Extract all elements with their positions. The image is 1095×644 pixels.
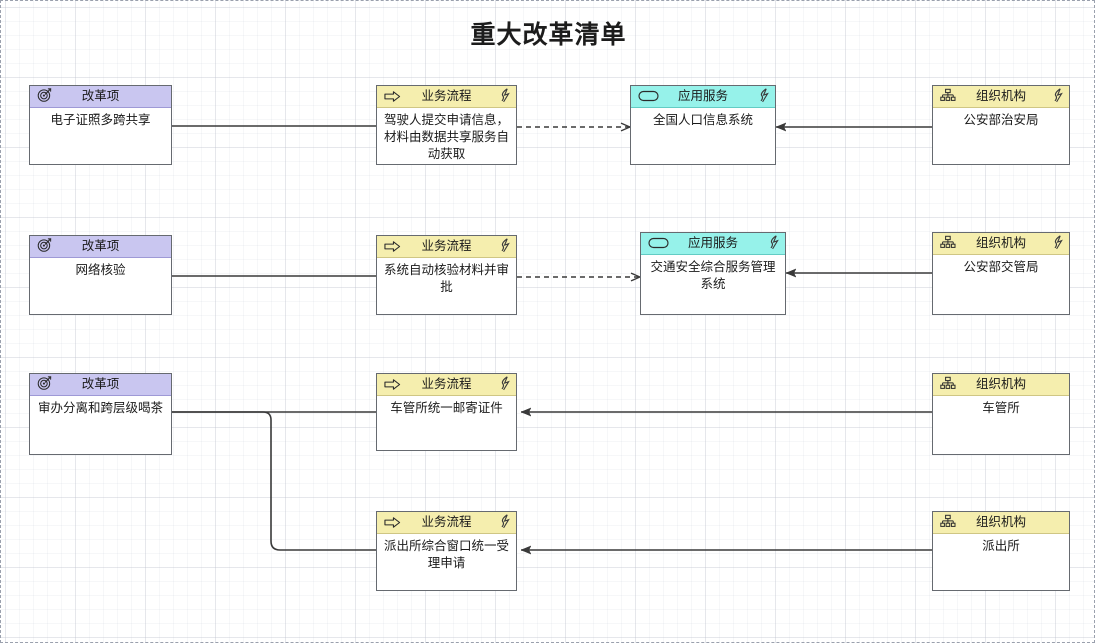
lightning-bolt-icon — [1054, 234, 1063, 253]
node-header: 改革项 — [30, 86, 171, 108]
node-type-label: 应用服务 — [677, 88, 728, 104]
org-chart-icon — [940, 234, 956, 253]
target-icon — [37, 87, 52, 106]
node-header: 业务流程 — [377, 236, 516, 258]
arrow-right-icon — [384, 513, 401, 532]
node-service-2[interactable]: 应用服务 交通安全综合服务管理系统 — [640, 232, 786, 315]
node-body-text: 驾驶人提交申请信息，材料由数据共享服务自动获取 — [383, 112, 509, 161]
node-process-1[interactable]: 业务流程 驾驶人提交申请信息，材料由数据共享服务自动获取 — [376, 85, 517, 165]
node-body-text: 车管所统一邮寄证件 — [390, 400, 503, 415]
node-header: 组织机构 — [933, 512, 1069, 534]
node-reform-1[interactable]: 改革项 电子证照多跨共享 — [29, 85, 172, 165]
node-type-label: 组织机构 — [975, 376, 1026, 392]
lightning-bolt-icon — [501, 87, 510, 106]
node-org-1[interactable]: 组织机构 公安部治安局 — [932, 85, 1070, 165]
node-header: 改革项 — [30, 374, 171, 396]
node-type-label: 改革项 — [81, 376, 120, 392]
node-header: 业务流程 — [377, 374, 516, 396]
node-body-text: 审办分离和跨层级喝茶 — [37, 400, 163, 415]
lightning-bolt-icon — [501, 237, 510, 256]
target-icon — [37, 237, 52, 256]
node-reform-2[interactable]: 改革项 网络核验 — [29, 235, 172, 315]
page-title: 重大改革清单 — [470, 20, 627, 49]
node-service-1[interactable]: 应用服务 全国人口信息系统 — [630, 85, 776, 165]
node-type-label: 业务流程 — [421, 88, 472, 104]
node-header: 组织机构 — [933, 233, 1069, 255]
node-body-text: 公安部交管局 — [963, 259, 1039, 274]
node-process-2[interactable]: 业务流程 系统自动核验材料并审批 — [376, 235, 517, 315]
node-header: 业务流程 — [377, 86, 516, 108]
org-chart-icon — [940, 375, 956, 394]
node-org-4[interactable]: 组织机构 派出所 — [932, 511, 1070, 591]
rounded-rectangle-icon — [638, 87, 660, 106]
lightning-bolt-icon — [770, 234, 779, 253]
node-type-label: 组织机构 — [975, 88, 1026, 104]
node-header: 业务流程 — [377, 512, 516, 534]
node-org-2[interactable]: 组织机构 公安部交管局 — [932, 232, 1070, 315]
lightning-bolt-icon — [501, 513, 510, 532]
org-chart-icon — [940, 513, 956, 532]
arrow-right-icon — [384, 237, 401, 256]
node-reform-3[interactable]: 改革项 审办分离和跨层级喝茶 — [29, 373, 172, 455]
org-chart-icon — [940, 87, 956, 106]
node-body-text: 车管所 — [982, 400, 1020, 415]
arrow-right-icon — [384, 375, 401, 394]
node-header: 组织机构 — [933, 86, 1069, 108]
connector-reform3-process4 — [172, 411, 376, 551]
node-body-text: 电子证照多跨共享 — [50, 112, 151, 127]
node-type-label: 改革项 — [81, 238, 120, 254]
node-org-3[interactable]: 组织机构 车管所 — [932, 373, 1070, 455]
node-body-text: 公安部治安局 — [963, 112, 1039, 127]
node-body-text: 交通安全综合服务管理系统 — [650, 259, 776, 291]
node-type-label: 组织机构 — [975, 514, 1026, 530]
node-header: 改革项 — [30, 236, 171, 258]
node-body-text: 派出所 — [982, 538, 1020, 553]
node-body-text: 全国人口信息系统 — [652, 112, 753, 127]
lightning-bolt-icon — [760, 87, 769, 106]
node-body-text: 派出所综合窗口统一受理申请 — [383, 538, 509, 570]
lightning-bolt-icon — [1054, 87, 1063, 106]
node-process-4[interactable]: 业务流程 派出所综合窗口统一受理申请 — [376, 511, 517, 591]
node-process-3[interactable]: 业务流程 车管所统一邮寄证件 — [376, 373, 517, 451]
node-type-label: 业务流程 — [421, 514, 472, 530]
lightning-bolt-icon — [501, 375, 510, 394]
node-header: 应用服务 — [641, 233, 785, 255]
node-type-label: 业务流程 — [421, 376, 472, 392]
node-type-label: 组织机构 — [975, 235, 1026, 251]
node-type-label: 改革项 — [81, 88, 120, 104]
target-icon — [37, 375, 52, 394]
rounded-rectangle-icon — [648, 234, 670, 253]
node-header: 组织机构 — [933, 374, 1069, 396]
node-body-text: 网络核验 — [75, 262, 126, 277]
node-type-label: 业务流程 — [421, 238, 472, 254]
node-body-text: 系统自动核验材料并审批 — [383, 262, 509, 294]
node-header: 应用服务 — [631, 86, 775, 108]
arrow-right-icon — [384, 87, 401, 106]
node-type-label: 应用服务 — [687, 235, 738, 251]
